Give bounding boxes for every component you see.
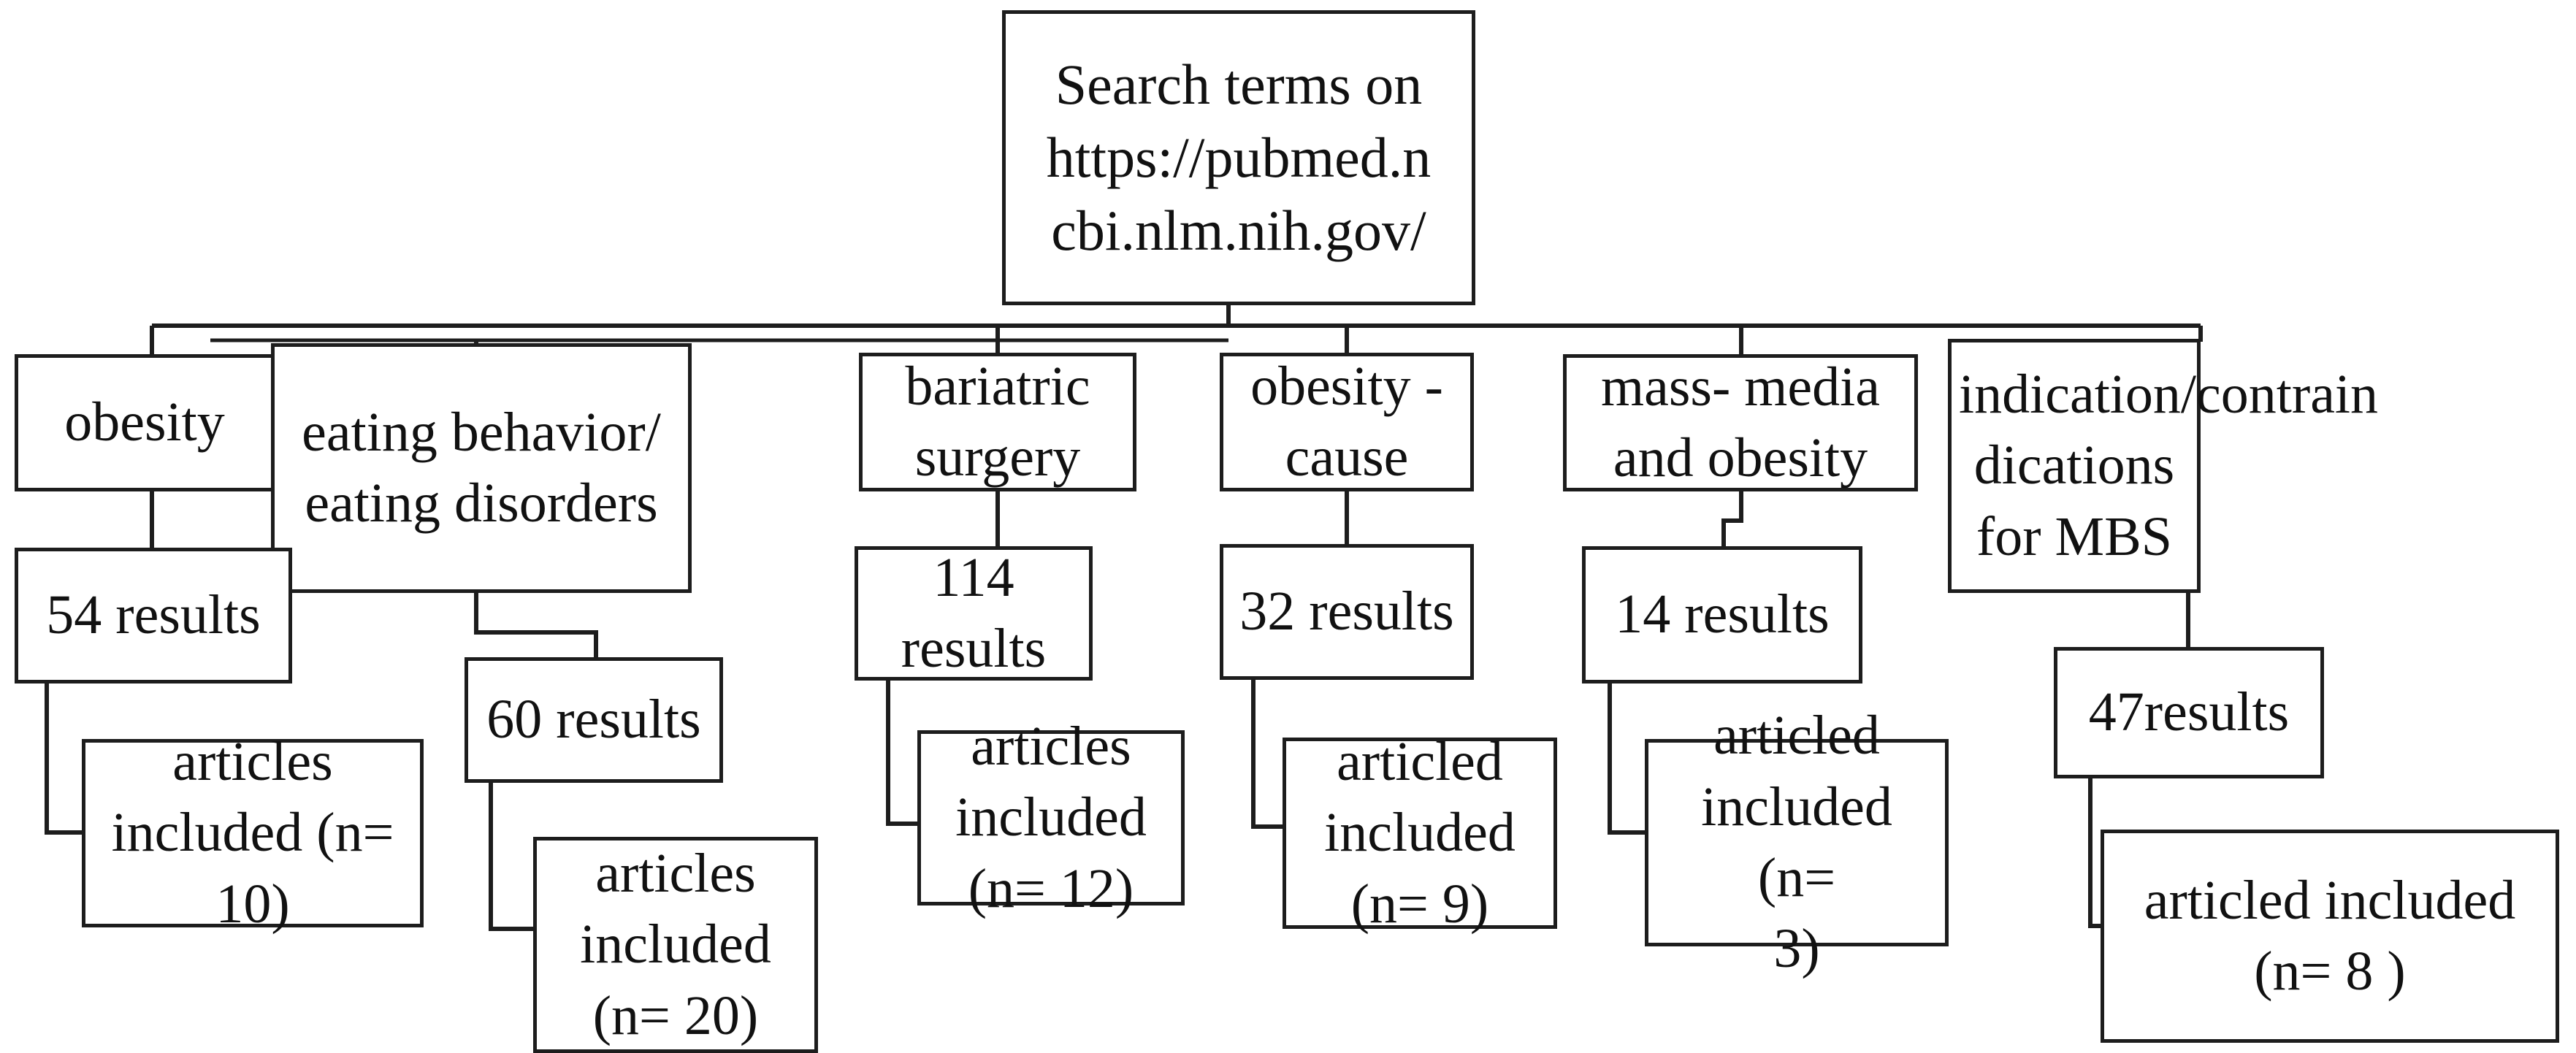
edge-eating-to-r60: [474, 593, 598, 660]
edge-r14-to-a3: [1608, 684, 1648, 835]
node-results-obesity-cause-label: 32 results: [1239, 581, 1454, 643]
node-results-obesity: 54 results: [15, 548, 292, 684]
node-term-indications-mbs: indication/contrain dications for MBS: [1948, 339, 2379, 593]
edge-r32-to-a9: [1251, 680, 1285, 829]
node-term-indications-mbs-label: indication/contrain dications for MBS: [1959, 364, 2379, 567]
node-results-mass-media: 14 results: [1582, 546, 1862, 684]
node-results-bariatric-surgery-label: 114 results: [901, 546, 1047, 679]
node-included-mass-media: articled included (n= 3): [1645, 705, 1949, 979]
node-results-bariatric-surgery: 114 results: [855, 546, 1093, 681]
node-results-indications-mbs-label: 47results: [2088, 681, 2290, 743]
node-term-bariatric-surgery-label: bariatric surgery: [905, 355, 1090, 488]
node-results-mass-media-label: 14 results: [1615, 583, 1830, 646]
node-included-obesity-cause-label: articled included (n= 9): [1324, 731, 1516, 935]
node-term-obesity-cause-label: obesity - cause: [1250, 355, 1443, 488]
node-included-mass-media-label: articled included (n= 3): [1701, 705, 1892, 980]
node-included-eating-behavior-label: articles included (n= 20): [580, 843, 771, 1046]
node-results-eating-behavior-label: 60 results: [486, 689, 701, 751]
node-term-eating-behavior: eating behavior/ eating disorders: [271, 343, 692, 593]
node-included-indications-mbs: articled included (n= 8 ): [2101, 830, 2559, 1043]
node-term-obesity-label: obesity: [64, 391, 225, 453]
node-term-obesity: obesity: [15, 354, 275, 491]
node-included-eating-behavior: articles included (n= 20): [533, 837, 818, 1053]
node-term-mass-media: mass- media and obesity: [1563, 354, 1918, 491]
node-term-mass-media-label: mass- media and obesity: [1600, 356, 1880, 489]
edge-r114-to-a12: [886, 681, 920, 826]
node-term-bariatric-surgery: bariatric surgery: [859, 353, 1136, 491]
node-included-obesity-cause: articled included (n= 9): [1283, 731, 1557, 935]
node-results-obesity-label: 54 results: [46, 584, 261, 646]
edge-r60-to-a20: [489, 783, 536, 931]
node-root-label: Search terms on https://pubmed.n cbi.nlm…: [1046, 53, 1432, 262]
node-root: Search terms on https://pubmed.n cbi.nlm…: [1002, 10, 1475, 305]
node-included-obesity: articles included (n= 10): [82, 731, 424, 935]
node-term-obesity-cause: obesity - cause: [1220, 353, 1474, 491]
node-results-indications-mbs: 47results: [2054, 647, 2324, 778]
node-included-obesity-label: articles included (n= 10): [111, 731, 394, 935]
node-results-eating-behavior: 60 results: [465, 657, 723, 783]
edge-r54-to-a10: [45, 684, 85, 835]
node-term-eating-behavior-label: eating behavior/ eating disorders: [302, 401, 661, 534]
node-results-obesity-cause: 32 results: [1220, 544, 1474, 680]
node-included-bariatric-surgery: articles included (n= 12): [917, 716, 1185, 919]
edge-massmedia-to-r14: [1721, 491, 1743, 549]
node-included-bariatric-surgery-label: articles included (n= 12): [955, 716, 1147, 919]
node-included-indications-mbs-label: articled included (n= 8 ): [2144, 869, 2516, 1002]
